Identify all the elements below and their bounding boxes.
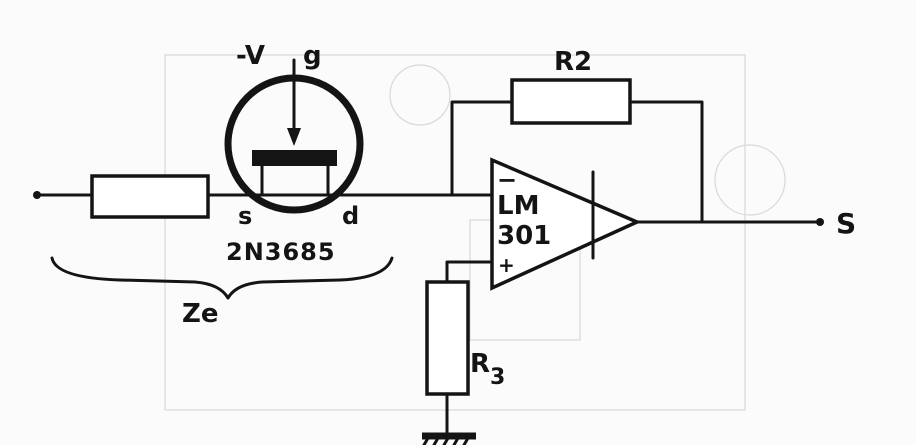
output-terminal: [635, 218, 824, 226]
gate-arrow-icon: [287, 128, 301, 146]
background-bleed: [164, 54, 786, 411]
label-r3-subscript: 3: [490, 365, 505, 390]
feedback-resistor-r2: [510, 78, 632, 125]
label-input-impedance: Ze: [182, 299, 219, 329]
ground-icon: [422, 432, 476, 445]
fet-symbol: [224, 58, 364, 214]
label-r2: R2: [554, 47, 592, 77]
input-terminal: [33, 191, 94, 199]
input-resistor: [90, 174, 210, 219]
label-neg-voltage: -V: [236, 41, 265, 71]
fet-gate-bar: [252, 150, 337, 166]
label-fet-part: 2N3685: [226, 238, 336, 266]
label-output: S: [836, 207, 856, 240]
label-opamp-minus: −: [497, 166, 517, 194]
label-opamp-line2: 301: [497, 221, 551, 251]
impedance-brace: [50, 256, 394, 300]
opamp-triangle: [490, 157, 642, 291]
wire-to-noninverting-input: [445, 260, 494, 284]
label-gate: g: [303, 41, 322, 71]
resistor-r3: [425, 280, 470, 396]
label-source: s: [238, 202, 252, 230]
label-drain: d: [342, 202, 359, 230]
label-opamp-line1: LM: [497, 191, 539, 221]
feedback-loop: [450, 78, 704, 224]
label-r3: R3: [470, 349, 505, 390]
label-opamp-plus: +: [498, 253, 515, 277]
label-r3-letter: R: [470, 349, 490, 379]
